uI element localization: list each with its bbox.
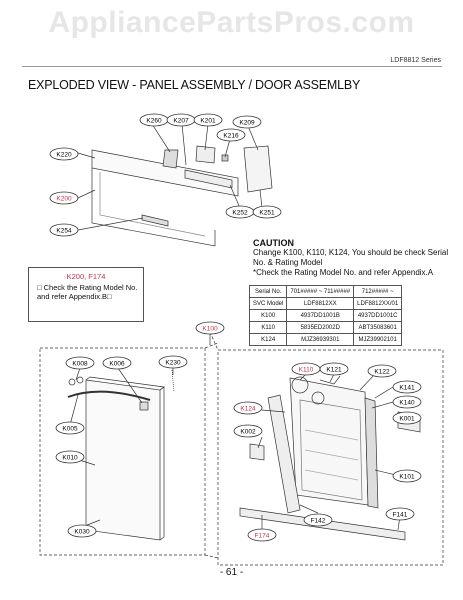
caution-block: CAUTION Change K100, K110, K124, You sho…: [253, 238, 453, 278]
control-panel-drawing: [91, 145, 273, 247]
table-cell: 5835ED2002D: [286, 321, 355, 334]
callout-K200: K200: [49, 191, 79, 205]
svg-text:K101: K101: [399, 473, 415, 480]
svg-text:K216: K216: [223, 132, 239, 139]
callout-K030: K030: [67, 524, 97, 538]
table-cell: 4937DD1001C: [353, 309, 403, 322]
callout-K254: K254: [49, 223, 79, 237]
table-header-row: Serial No. 701##### ~ 711##### 712##### …: [248, 285, 403, 298]
page-number: - 61 -: [219, 567, 244, 578]
caution-line1: Change K100, K110, K124, You should be c…: [253, 248, 449, 267]
table-cell: K110: [248, 321, 288, 334]
svg-text:K030: K030: [74, 528, 90, 535]
watermark: AppliancePartsPros.com: [48, 6, 415, 39]
svg-text:K254: K254: [56, 227, 72, 234]
header-rule: [22, 66, 442, 67]
callout-K008: K008: [65, 356, 95, 370]
callout-K006: K006: [102, 356, 132, 370]
svg-text:K200: K200: [56, 195, 72, 202]
callout-K010: K010: [55, 450, 85, 464]
svg-text:K220: K220: [56, 151, 72, 158]
svg-text:K140: K140: [399, 399, 415, 406]
svg-text:K008: K008: [72, 360, 88, 367]
callout-K252: K252: [225, 205, 255, 219]
callout-K005: K005: [55, 421, 85, 435]
table-cell: K124: [248, 333, 288, 346]
svg-text:K207: K207: [173, 117, 189, 124]
svg-text:K141: K141: [399, 384, 415, 391]
serial-table: Serial No. 701##### ~ 711##### 712##### …: [248, 285, 403, 346]
svg-text:K005: K005: [62, 425, 78, 432]
note-box: K200, F174 □ Check the Rating Model No. …: [28, 267, 144, 322]
svg-text:K100: K100: [202, 325, 218, 332]
table-row: K124 MJZ36939301 MJZ39902101: [248, 333, 403, 346]
svg-text:K010: K010: [62, 454, 78, 461]
svg-text:F142: F142: [311, 517, 326, 524]
table-cell: K100: [248, 309, 288, 322]
table-header-cell: 701##### ~ 711#####: [286, 285, 355, 298]
callout-K110: K110: [291, 362, 321, 376]
page-title: EXPLODED VIEW - PANEL ASSEMBLY / DOOR AS…: [28, 78, 361, 92]
table-cell: LDF8812XX: [286, 297, 355, 310]
callout-K201: K201: [193, 113, 223, 127]
callout-K100: K100: [195, 321, 225, 335]
table-cell: 4937DD1001B: [286, 309, 355, 322]
callouts: K260 K207 K201 K209 K216 K220 K200 K252 …: [49, 113, 422, 542]
svg-text:K260: K260: [146, 117, 162, 124]
callout-K216: K216: [216, 128, 246, 142]
svg-text:K006: K006: [109, 360, 125, 367]
callout-K220: K220: [49, 147, 79, 161]
table-cell: LDF8812XX/01: [353, 297, 403, 310]
caution-heading: CAUTION: [253, 238, 294, 248]
callout-K122: K122: [367, 364, 397, 378]
svg-text:F141: F141: [393, 511, 408, 518]
callout-K209: K209: [232, 115, 262, 129]
svg-text:K122: K122: [374, 368, 390, 375]
callout-K001: K001: [392, 411, 422, 425]
svg-text:K124: K124: [240, 405, 256, 412]
svg-text:K251: K251: [259, 209, 275, 216]
table-cell: MJZ36939301: [286, 333, 355, 346]
callout-K141: K141: [392, 380, 422, 394]
svg-text:K252: K252: [232, 209, 248, 216]
table-cell: ABT35083601: [353, 321, 403, 334]
svg-text:K230: K230: [165, 359, 181, 366]
callout-K002: K002: [233, 424, 263, 438]
svg-text:K001: K001: [399, 415, 415, 422]
svg-text:K209: K209: [239, 119, 255, 126]
table-cell: SVC Model: [248, 297, 288, 310]
table-row: K110 5835ED2002D ABT35083601: [248, 321, 403, 334]
table-row: K100 4937DD1001B 4937DD1001C: [248, 309, 403, 322]
table-cell: MJZ39902101: [353, 333, 403, 346]
callout-K140: K140: [392, 395, 422, 409]
svg-text:K110: K110: [299, 366, 314, 373]
callout-F141: F141: [385, 507, 415, 521]
callout-K101: K101: [392, 469, 422, 483]
svg-text:K201: K201: [200, 117, 216, 124]
table-header-cell: 712##### ~: [353, 285, 403, 298]
outer-door-drawing: [67, 369, 175, 541]
callout-K230: K230: [158, 355, 188, 369]
table-header-cell: Serial No.: [248, 285, 288, 298]
table-row: SVC Model LDF8812XX LDF8812XX/01: [248, 297, 403, 310]
caution-line2: *Check the Rating Model No. and refer Ap…: [253, 268, 434, 277]
series-label: LDF8812 Series: [390, 57, 441, 64]
callout-K121: K121: [319, 362, 349, 376]
callout-F174: F174: [247, 528, 277, 542]
note-box-body: □ Check the Rating Model No. and refer A…: [37, 283, 138, 301]
callout-F142: F142: [303, 513, 333, 527]
callout-K260: K260: [139, 113, 169, 127]
callout-K251: K251: [252, 205, 282, 219]
svg-text:K121: K121: [326, 366, 342, 373]
svg-text:K002: K002: [240, 428, 256, 435]
note-box-title: K200, F174: [66, 272, 106, 281]
callout-K207: K207: [166, 113, 196, 127]
svg-text:F174: F174: [255, 532, 270, 539]
callout-K124: K124: [233, 401, 263, 415]
